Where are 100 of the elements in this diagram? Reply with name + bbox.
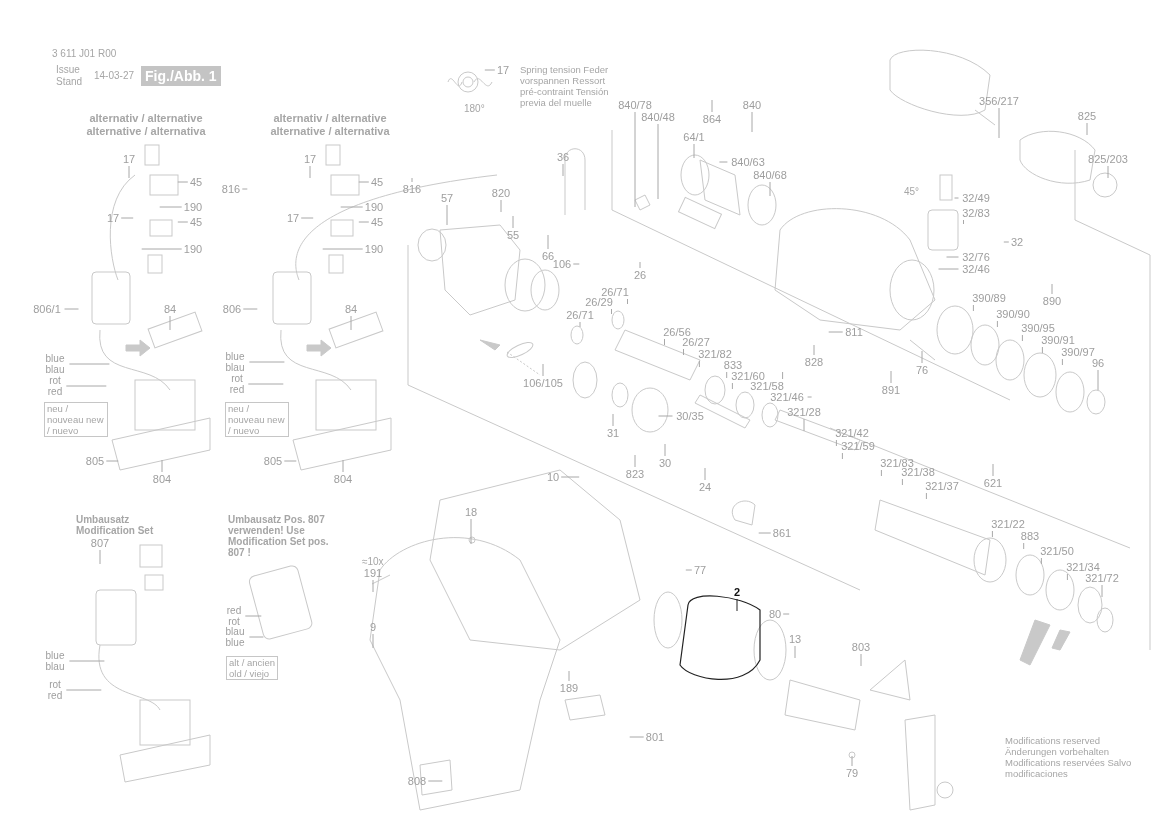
wire-color-label: rot red — [47, 679, 63, 701]
callout-number: 321/28 — [787, 405, 821, 419]
leader-line — [736, 598, 738, 612]
callout-number: 36 — [556, 150, 570, 164]
callout-number: 17 — [496, 63, 510, 77]
callout-number: 10 — [546, 470, 560, 484]
leader-line — [685, 569, 693, 571]
callout-number: 820 — [491, 186, 511, 200]
callout-number: 805 — [263, 454, 283, 468]
leader-line — [841, 452, 843, 460]
callout-number: 807 — [90, 536, 110, 550]
callout-number: 32/46 — [962, 262, 990, 276]
callout-number: 390/97 — [1061, 345, 1095, 359]
leader-line — [241, 188, 248, 190]
leader-line — [560, 476, 580, 478]
leader-line — [794, 645, 796, 659]
leader-line — [901, 478, 903, 486]
callout-number: 96 — [1091, 356, 1105, 370]
leader-line — [921, 350, 923, 364]
leader-line — [782, 613, 790, 615]
leader-line — [446, 204, 448, 226]
leader-line — [177, 181, 189, 183]
leader-line — [342, 459, 344, 473]
callout-number: 390/90 — [996, 307, 1030, 321]
callout-number: 17 — [122, 152, 136, 166]
leader-line — [629, 736, 645, 738]
callout-number: 805 — [85, 454, 105, 468]
callout-number: 13 — [788, 632, 802, 646]
callout-number: 840/78 — [618, 98, 652, 112]
callout-number: 190 — [364, 200, 384, 214]
leader-line — [880, 469, 882, 477]
leader-line — [427, 780, 443, 782]
leader-line — [169, 315, 171, 331]
note-text: 3 611 J01 R00 — [52, 48, 118, 60]
callout-number: 883 — [1020, 529, 1040, 543]
note-text: 45° — [904, 186, 921, 198]
callout-number: 356/217 — [979, 94, 1019, 108]
wire-color-label: blau blue — [225, 626, 245, 648]
note-text: Umbausatz Pos. 807 verwenden! Use Modification Set pos. 807 ! — [228, 514, 330, 558]
version-tag: neu / nouveau new / nuevo — [225, 402, 289, 437]
callout-number: 816 — [221, 182, 241, 196]
callout-number: 828 — [804, 355, 824, 369]
leader-line — [996, 320, 998, 328]
leader-line — [579, 321, 581, 328]
callout-number: 64/1 — [683, 130, 705, 144]
callout-number: 17 — [286, 211, 300, 225]
callout-number: 30/35 — [676, 409, 704, 423]
callout-number: 803 — [851, 640, 871, 654]
leader-line — [350, 315, 352, 331]
callout-number: 321/82 — [698, 347, 732, 361]
leader-line — [1051, 283, 1053, 295]
callout-number: 189 — [559, 681, 579, 695]
callout-number: 45 — [370, 175, 384, 189]
leader-line — [128, 165, 130, 179]
leader-line — [851, 755, 853, 767]
leader-line — [105, 460, 119, 462]
callout-number: 79 — [845, 766, 859, 780]
leader-line — [803, 418, 805, 432]
callout-number: 26 — [633, 268, 647, 282]
callout-number: 840/48 — [641, 110, 675, 124]
callout-number: 45 — [189, 215, 203, 229]
leader-line — [1021, 334, 1023, 342]
leader-line — [813, 344, 815, 356]
leader-line — [1097, 369, 1099, 391]
callout-number: 321/50 — [1040, 544, 1074, 558]
callout-number: 825/203 — [1088, 152, 1128, 166]
leader-line — [248, 361, 285, 363]
leader-line — [309, 165, 311, 179]
leader-line — [248, 636, 264, 638]
wire-color-label: rot red — [229, 373, 245, 395]
callout-number: 32/49 — [962, 191, 990, 205]
leader-line — [963, 219, 964, 225]
leader-line — [68, 363, 110, 365]
callout-number: 45 — [189, 175, 203, 189]
leader-line — [726, 371, 728, 379]
callout-number: 621 — [983, 476, 1003, 490]
callout-number: 17 — [106, 211, 120, 225]
callout-number: 76 — [915, 363, 929, 377]
leader-line — [698, 360, 700, 368]
leader-line — [890, 370, 892, 384]
callout-number: 806/1 — [33, 302, 61, 316]
callout-number: 80 — [768, 607, 782, 621]
leader-line — [925, 492, 927, 500]
leader-line — [372, 579, 374, 593]
leader-line — [283, 460, 297, 462]
leader-line — [954, 197, 959, 199]
leader-line — [611, 308, 612, 315]
leader-line — [612, 413, 614, 427]
callout-number: 808 — [407, 774, 427, 788]
leader-line — [751, 111, 753, 133]
leader-line — [1023, 542, 1025, 550]
callout-number: 390/91 — [1041, 333, 1075, 347]
callout-number: 321/37 — [925, 479, 959, 493]
callout-number: 825 — [1077, 109, 1097, 123]
leader-line — [340, 206, 364, 208]
leader-line — [1061, 358, 1063, 366]
leader-line — [568, 670, 570, 682]
leader-line — [470, 518, 472, 545]
leader-line — [500, 199, 502, 213]
callout-number: 18 — [464, 505, 478, 519]
